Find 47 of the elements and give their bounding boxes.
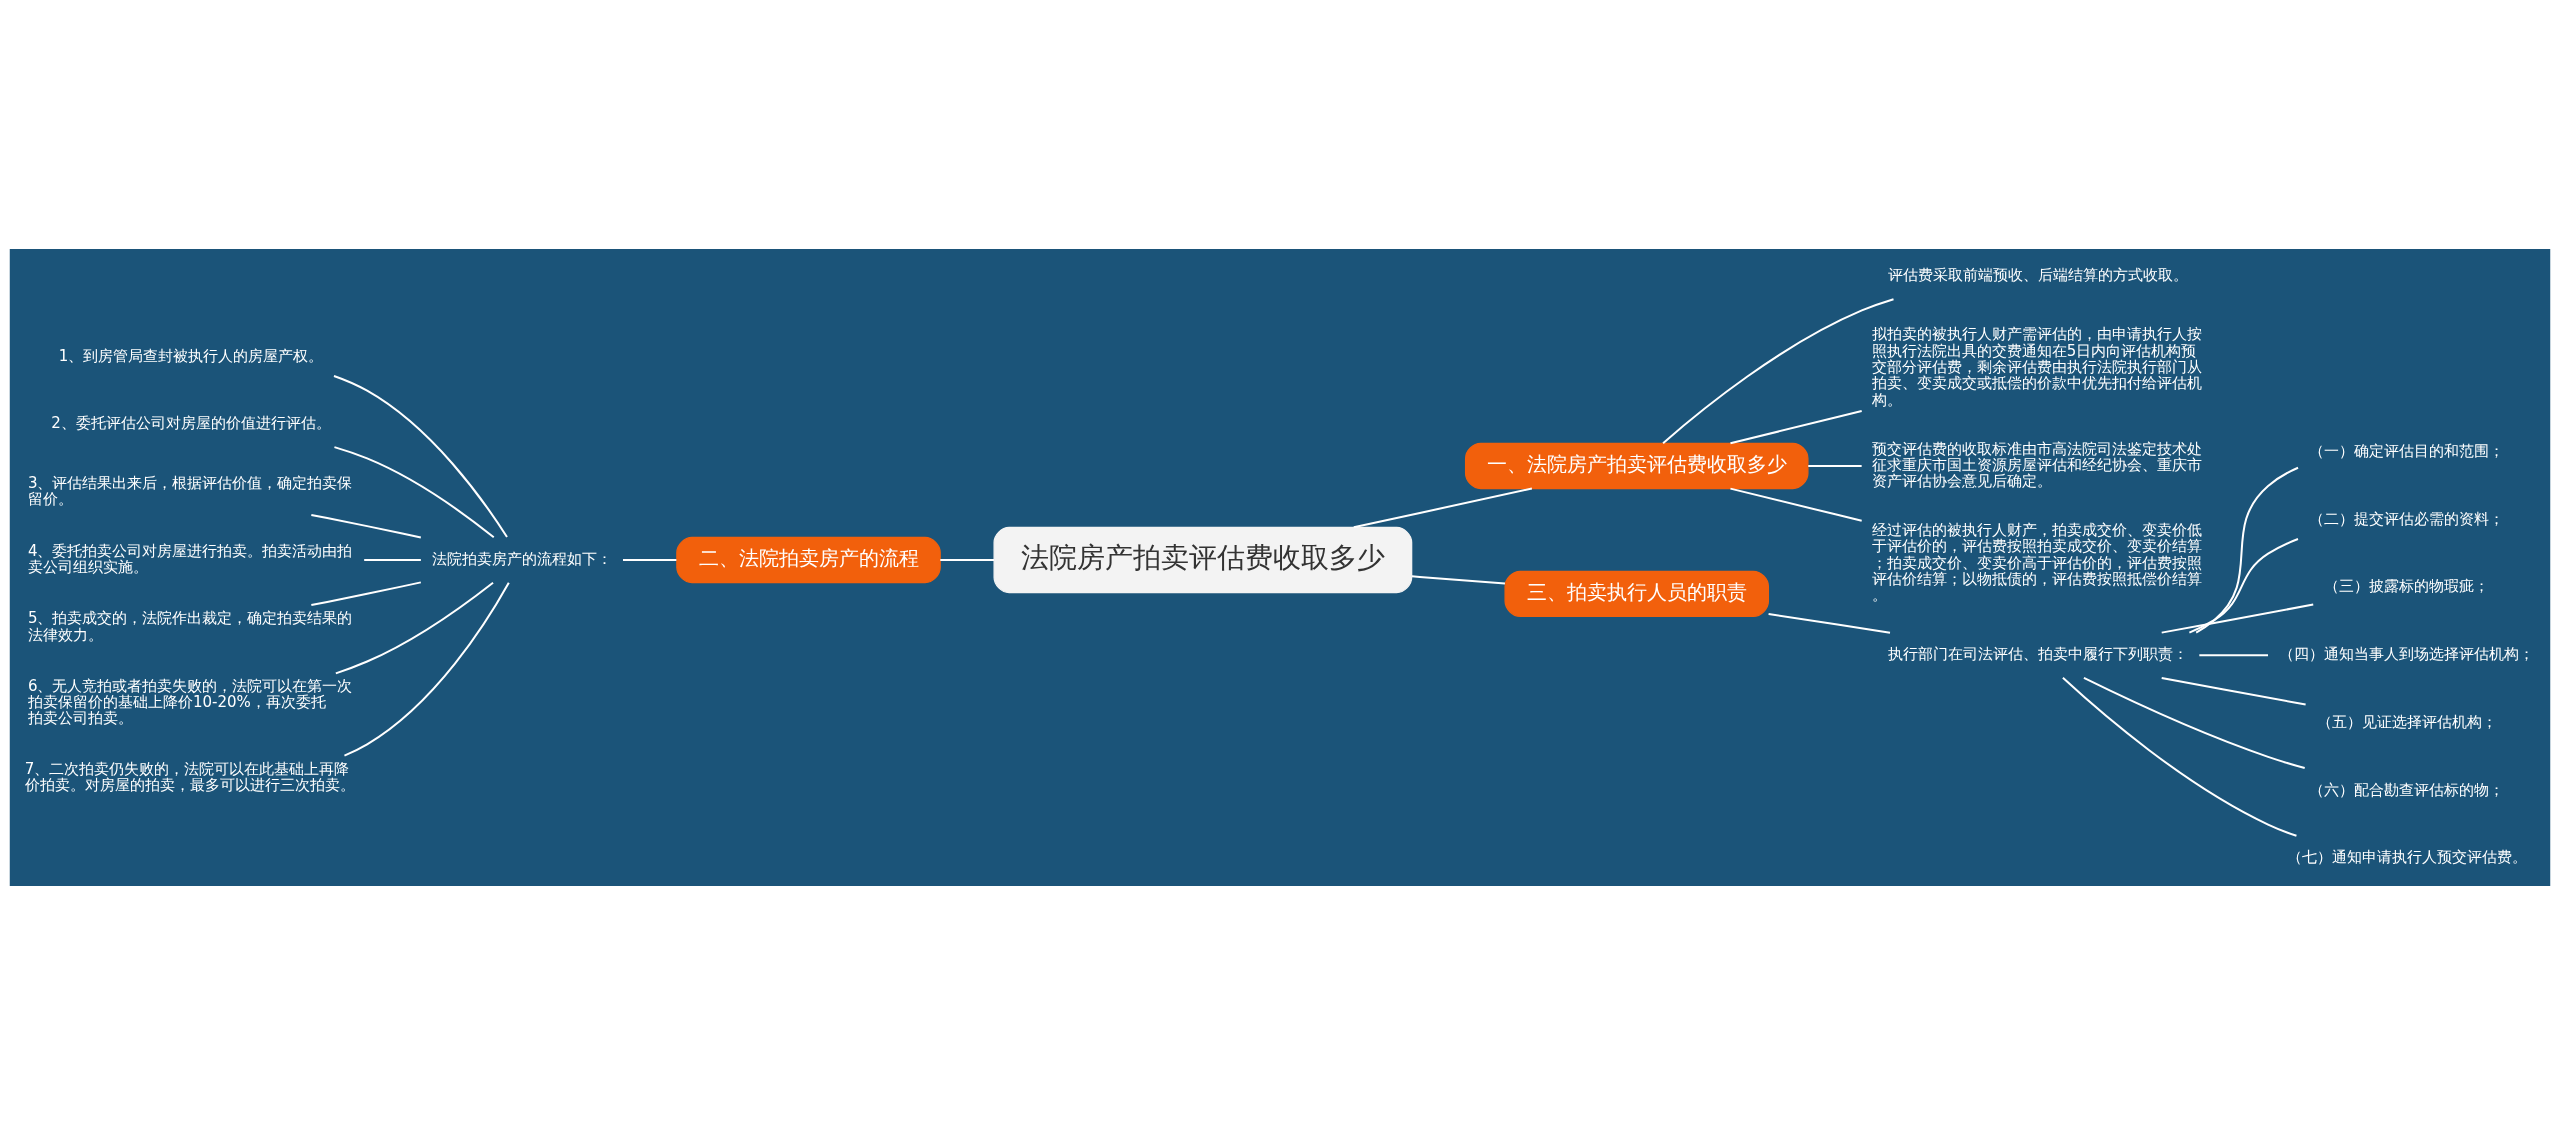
connector — [2161, 603, 2314, 634]
connector — [311, 581, 422, 607]
node-text: 拟拍卖的被执行人财产需评估的，由申请执行人按照执行法院出具的交费通知在5日内向评估机构预交部分评估费，剩余评估费由执行法院执行部门从拍卖、变卖成交或抵偿的价款中优先扣付给评估机构。 — [1871, 325, 2202, 409]
node-box: 一、法院房产拍卖评估费收取多少 — [1464, 442, 1809, 490]
node-box: 二、法院拍卖房产的流程 — [676, 536, 941, 584]
connector — [2083, 677, 2305, 769]
connector — [1768, 612, 1891, 634]
node-text: 法院拍卖房产的流程如下： — [432, 549, 612, 568]
connector — [1353, 487, 1533, 529]
connector — [2189, 538, 2299, 634]
node-text: 评估费采取前端预收、后端结算的方式收取。 — [1888, 266, 2188, 285]
connector — [623, 558, 677, 561]
connector — [1662, 298, 1894, 444]
node-text: （四）通知当事人到场选择评估机构； — [2279, 645, 2535, 664]
connector — [335, 581, 494, 675]
connector — [1808, 464, 1862, 467]
node-box: 三、拍卖执行人员的职责 — [1504, 570, 1770, 618]
connector — [2161, 676, 2306, 706]
node-text: 执行部门在司法评估、拍卖中履行下列职责： — [1888, 645, 2188, 664]
node-text: （七）通知申请执行人预交评估费。 — [2286, 848, 2527, 867]
node-text: （五）见证选择评估机构； — [2316, 712, 2497, 731]
node-text: 5、拍卖成交的，法院作出裁定，确定拍卖结果的法律效力。 — [27, 609, 353, 644]
node-text: 2、委托评估公司对房屋的价值进行评估。 — [51, 414, 331, 433]
node-text: 4、委托拍卖公司对房屋进行拍卖。拍卖活动由拍卖公司组织实施。 — [27, 541, 353, 577]
connector — [344, 582, 510, 757]
connector — [1730, 487, 1862, 522]
node-text: 1、到房管局查封被执行人的房屋产权。 — [58, 346, 324, 365]
connector — [1411, 575, 1506, 585]
node-text: 7、二次拍卖仍失败的，法院可以在此基础上再降价拍卖。对房屋的拍卖，最多可以进行三次拍卖。 — [24, 759, 355, 795]
connector — [311, 513, 422, 539]
node-text: 预交评估费的收取标准由市高法院司法鉴定技术处征求重庆市国土资源房屋评估和经纪协会、重庆市资产评估协会意见后确定。 — [1871, 439, 2202, 491]
connector — [364, 558, 421, 561]
connector — [2062, 677, 2297, 837]
connector — [1730, 410, 1862, 445]
node-text: （三）披露标的物瑕疵； — [2324, 577, 2490, 596]
node-text: 3、评估结果出来后，根据评估价值，确定拍卖保留价。 — [27, 474, 353, 509]
node-box: 法院房产拍卖评估费收取多少 — [993, 526, 1413, 594]
connector — [334, 446, 495, 539]
node-text: （六）配合勘查评估标的物； — [2309, 780, 2505, 799]
node-text: （二）提交评估必需的资料； — [2309, 509, 2505, 528]
connector — [2195, 466, 2299, 634]
connector — [940, 558, 995, 561]
connector — [2199, 654, 2269, 657]
node-text: 6、无人竞拍或者拍卖失败的，法院可以在第一次拍卖保留价的基础上降价10-20%，再次委托拍卖公司拍卖。 — [27, 676, 353, 728]
node-text: （一）确定评估目的和范围； — [2309, 442, 2505, 461]
connector — [333, 375, 508, 538]
node-text: 经过评估的被执行人财产，拍卖成交价、变卖价低于评估价的，评估费按照拍卖成交价、变卖价结算；拍卖成交价、变卖价高于评估价的，评估费按照评估价结算；以物抵债的，评估费按照抵偿价结算。 — [1871, 521, 2202, 605]
